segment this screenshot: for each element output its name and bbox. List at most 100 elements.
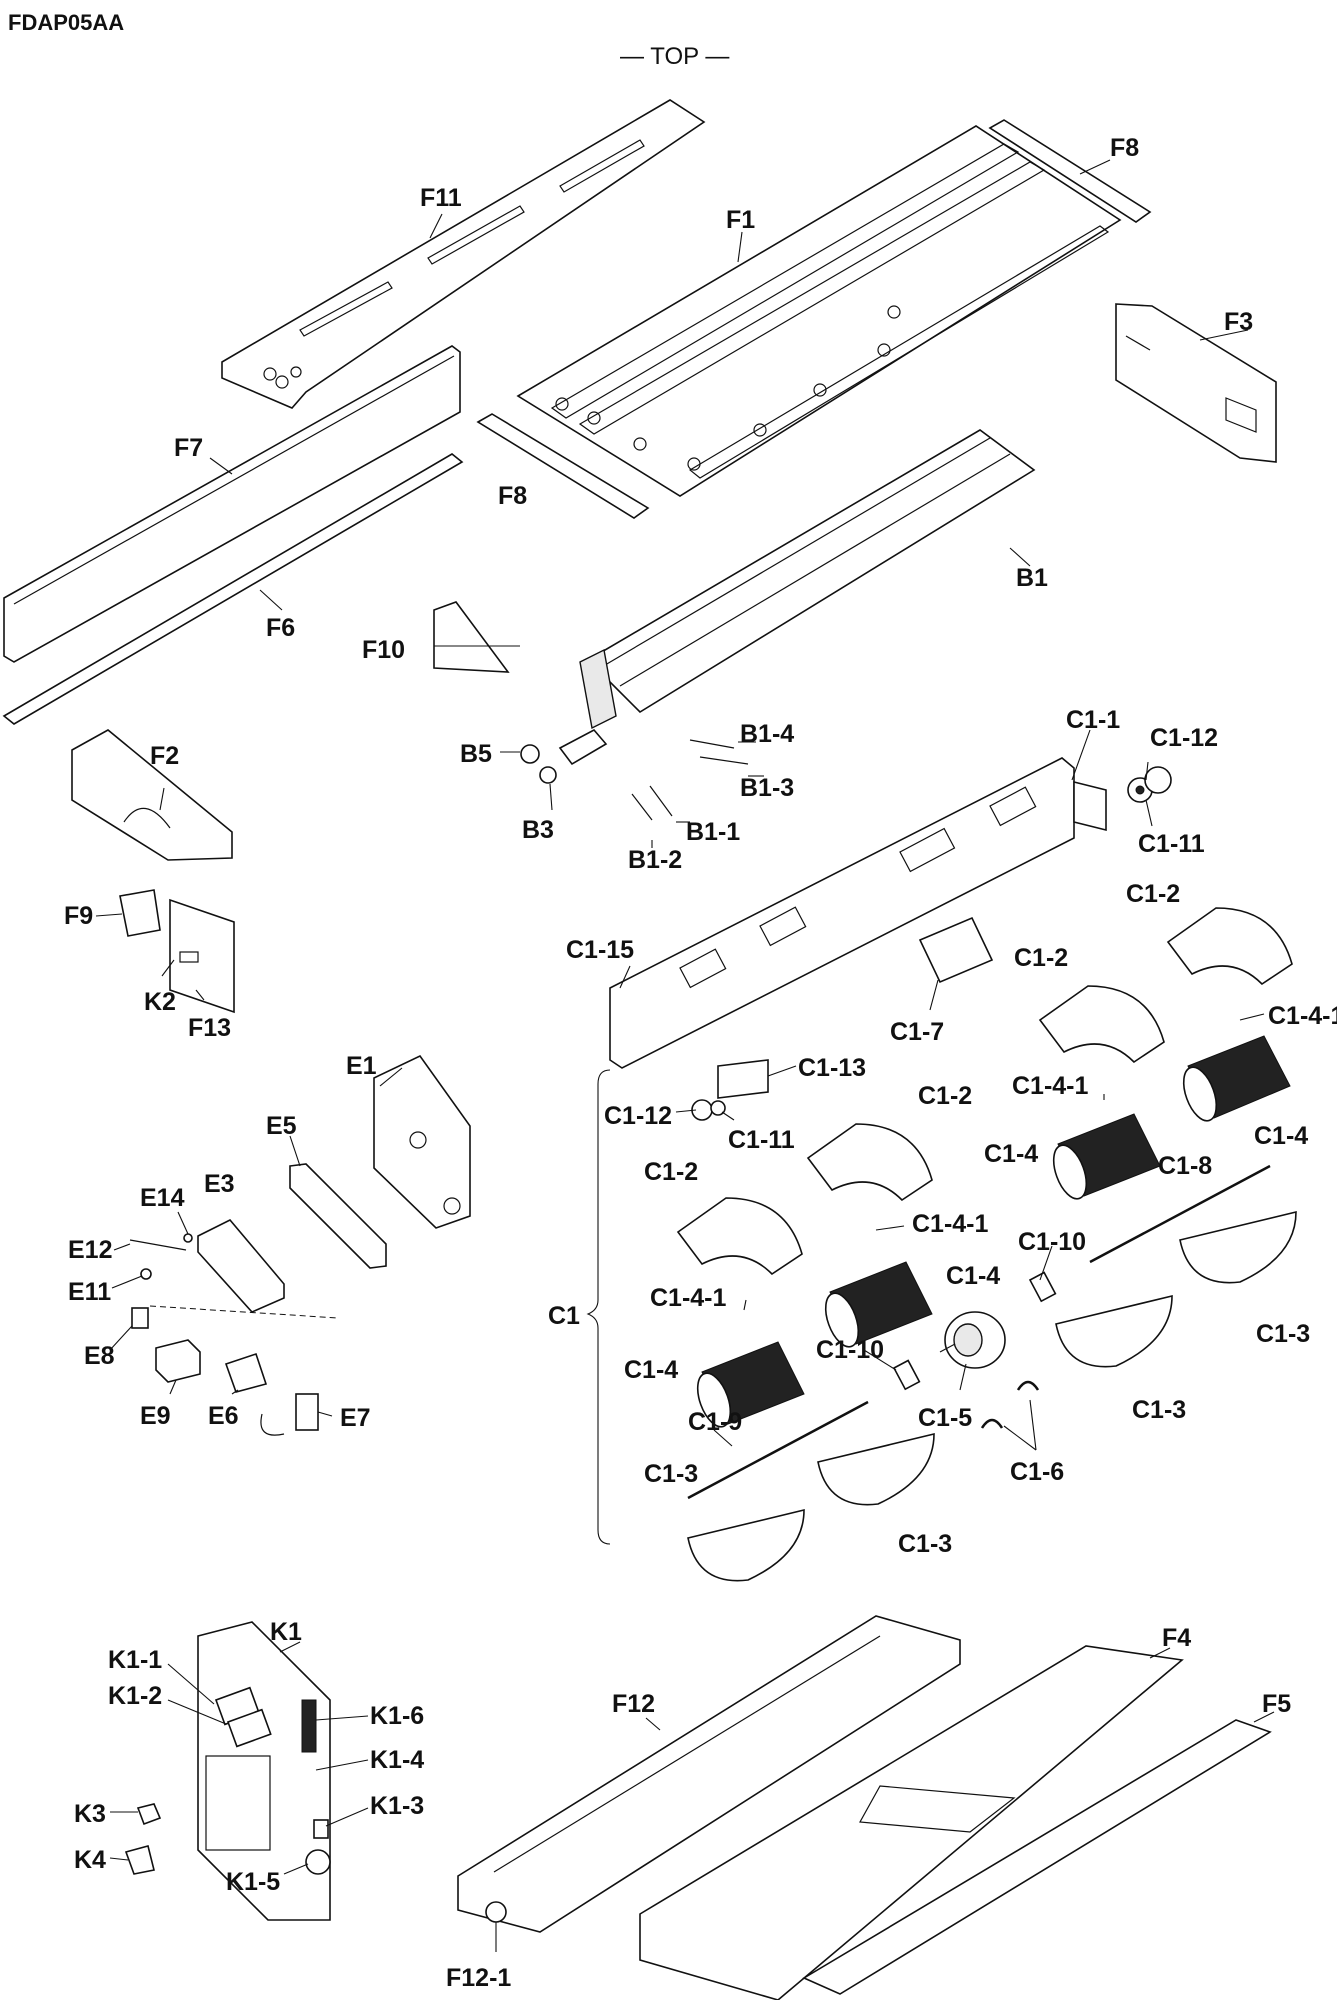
label-c1-12-right: C1-12 xyxy=(1150,724,1218,752)
label-c1-12-left: C1-12 xyxy=(604,1102,672,1130)
part-c1-9-shaft xyxy=(687,1400,869,1500)
label-f4: F4 xyxy=(1162,1624,1191,1652)
label-f12: F12 xyxy=(612,1690,655,1718)
part-f4-panel xyxy=(639,1645,1184,2000)
part-f7-rail xyxy=(3,345,461,663)
label-c1-3-c: C1-3 xyxy=(644,1460,698,1488)
part-c1-3-lower-c xyxy=(817,1432,935,1506)
label-c1-5: C1-5 xyxy=(918,1404,972,1432)
part-c1-3-lower-d xyxy=(687,1508,805,1582)
label-c1-9: C1-9 xyxy=(688,1408,742,1436)
label-k1-4: K1-4 xyxy=(370,1746,424,1774)
label-b1-2: B1-2 xyxy=(628,846,682,874)
part-c1-2-housing-d xyxy=(676,1197,803,1276)
part-c1-3-lower-b xyxy=(1055,1294,1173,1368)
label-k4: K4 xyxy=(74,1846,106,1874)
label-f8-left: F8 xyxy=(498,482,527,510)
label-c1-3-a: C1-3 xyxy=(1256,1320,1310,1348)
part-e9-transformer xyxy=(155,1339,201,1383)
c1-group-brace xyxy=(586,1069,611,1545)
orientation-label: — TOP — xyxy=(620,43,729,70)
part-c1-4-fan-c xyxy=(824,1261,933,1348)
label-c1-4-1-b: C1-4-1 xyxy=(1012,1072,1089,1100)
label-c1-10-a: C1-10 xyxy=(1018,1228,1086,1256)
part-e14-part xyxy=(183,1233,193,1243)
label-c1-3-d: C1-3 xyxy=(898,1530,952,1558)
label-c1-3-b: C1-3 xyxy=(1132,1396,1186,1424)
part-f10-bracket xyxy=(433,601,510,673)
label-c1-2-b: C1-2 xyxy=(1014,944,1068,972)
part-c1-8-shaft xyxy=(1089,1164,1271,1264)
part-f12-drainpan xyxy=(457,1615,961,1933)
label-f11: F11 xyxy=(420,184,462,212)
label-c1-2-c: C1-2 xyxy=(918,1082,972,1110)
label-b1-4: B1-4 xyxy=(740,720,794,748)
label-c1-8: C1-8 xyxy=(1158,1152,1212,1180)
label-c1-4-1-d: C1-4-1 xyxy=(650,1284,727,1312)
label-c1-4-1-c: C1-4-1 xyxy=(912,1210,989,1238)
part-c1-6-clips xyxy=(980,1380,1040,1429)
part-c1-10-coupling-a xyxy=(1028,1271,1057,1303)
part-f11-plate xyxy=(221,99,706,409)
part-f8-bracket-top xyxy=(988,119,1152,223)
part-c1-11-12-bearing-left xyxy=(691,1099,726,1121)
label-e3: E3 xyxy=(204,1170,235,1198)
label-k1-1: K1-1 xyxy=(108,1646,162,1674)
part-f6-rail xyxy=(2,453,464,725)
part-c1-2-housing-a xyxy=(1166,907,1293,986)
part-f1-panel xyxy=(516,125,1122,497)
part-e11-part xyxy=(140,1268,152,1280)
label-c1-4-c: C1-4 xyxy=(946,1262,1000,1290)
label-f12-1: F12-1 xyxy=(446,1964,511,1992)
label-c1-7: C1-7 xyxy=(890,1018,944,1046)
part-c1-1-casing xyxy=(609,757,1107,1069)
label-c1-4-1-a: C1-4-1 xyxy=(1268,1002,1337,1030)
model-title: FDAP05AA xyxy=(8,10,124,35)
leader-lines xyxy=(95,159,1275,1952)
part-b-fittings xyxy=(520,728,749,821)
label-c1-4-a: C1-4 xyxy=(1254,1122,1308,1150)
part-e5-terminal-frame xyxy=(289,1163,387,1269)
label-f9: F9 xyxy=(64,902,93,930)
part-e7-terminal xyxy=(260,1393,319,1436)
part-f8-bracket-left xyxy=(476,413,650,519)
label-f1: F1 xyxy=(726,206,755,234)
part-e8-part xyxy=(131,1307,149,1329)
label-c1-4-b: C1-4 xyxy=(984,1140,1038,1168)
label-c1-1: C1-1 xyxy=(1066,706,1120,734)
label-e1: E1 xyxy=(346,1052,377,1080)
label-f8-top: F8 xyxy=(1110,134,1139,162)
part-e1-box xyxy=(373,1054,471,1229)
label-f6: F6 xyxy=(266,614,295,642)
part-f3-plate xyxy=(1115,303,1277,463)
label-c1-11-right: C1-11 xyxy=(1138,830,1205,858)
part-c1-4-fan-a xyxy=(1182,1035,1291,1122)
part-c1-5-motor xyxy=(939,1311,1006,1369)
part-c1-4-fan-b xyxy=(1052,1113,1161,1200)
part-f5-panel xyxy=(802,1719,1272,1995)
part-e12-part xyxy=(129,1239,187,1251)
label-k1-5: K1-5 xyxy=(226,1868,280,1896)
label-k1-3: K1-3 xyxy=(370,1792,424,1820)
label-c1-2-d: C1-2 xyxy=(644,1158,698,1186)
label-k1-6: K1-6 xyxy=(370,1702,424,1730)
label-c1-2-a: C1-2 xyxy=(1126,880,1180,908)
label-e14: E14 xyxy=(140,1184,185,1212)
part-c1-2-housing-b xyxy=(1038,985,1165,1064)
part-c1-2-housing-c xyxy=(806,1123,933,1202)
label-k1: K1 xyxy=(270,1618,302,1646)
label-c1-4-d: C1-4 xyxy=(624,1356,678,1384)
label-c1-11-left: C1-11 xyxy=(728,1126,795,1154)
part-k1-controlbox xyxy=(197,1621,331,1921)
part-e6-part xyxy=(224,1352,268,1393)
part-c1-4-fan-d xyxy=(696,1341,805,1428)
part-c1-3-lower-a xyxy=(1179,1210,1297,1284)
label-f7: F7 xyxy=(174,434,203,462)
part-e3-board xyxy=(149,1219,339,1319)
part-c1-13-bracket xyxy=(717,1059,769,1099)
label-b1-3: B1-3 xyxy=(740,774,794,802)
part-f13-plate xyxy=(169,898,235,1014)
label-c1-10-b: C1-10 xyxy=(816,1336,884,1364)
label-e11: E11 xyxy=(68,1278,111,1306)
